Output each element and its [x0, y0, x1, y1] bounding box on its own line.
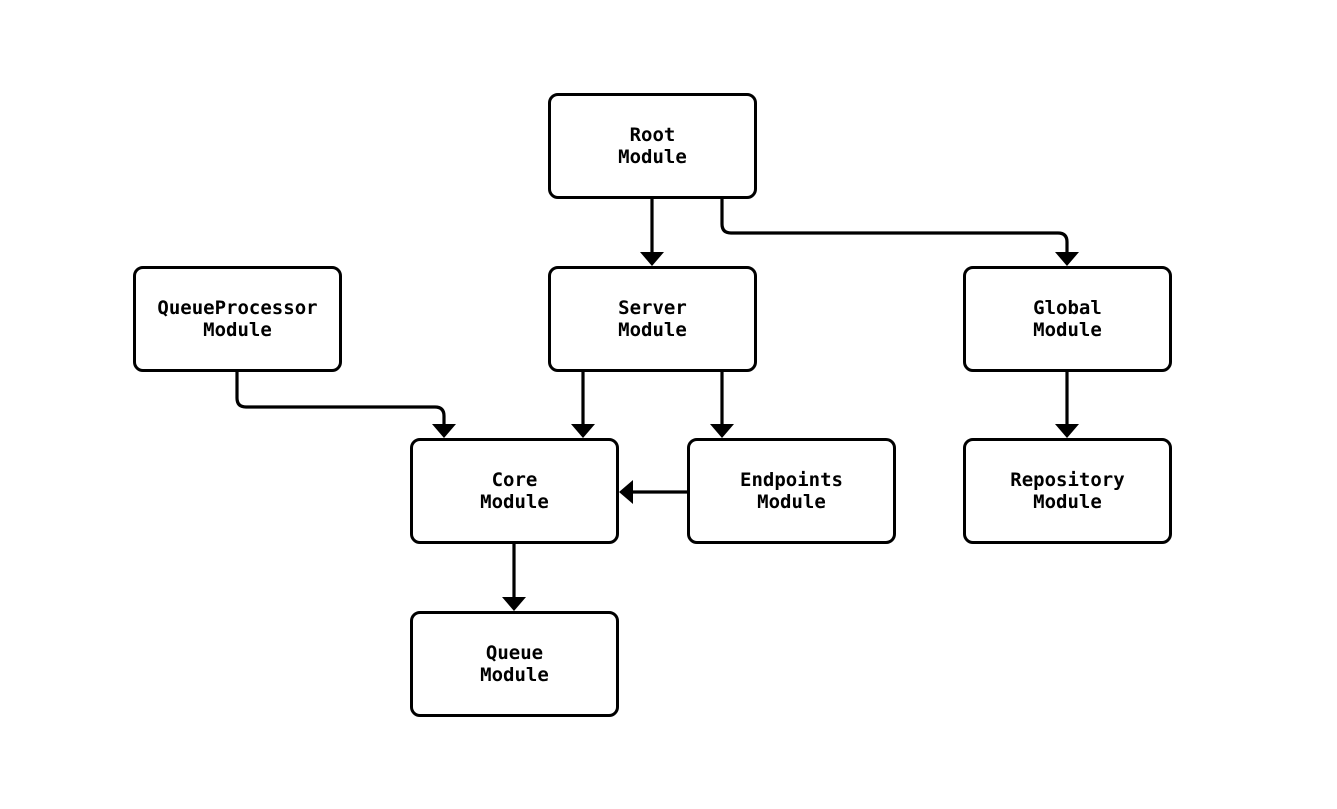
- node-core-module: Core Module: [410, 438, 619, 544]
- arrowhead-global-repository: [1055, 424, 1079, 438]
- edge-endpoints-core: [619, 480, 688, 504]
- node-queue-module-label: Queue Module: [480, 642, 549, 686]
- node-queue-module: Queue Module: [410, 611, 619, 717]
- node-root-module-label: Root Module: [618, 124, 687, 168]
- edge-root-server: [640, 197, 664, 266]
- node-queueprocessor-module-label: QueueProcessor Module: [157, 297, 318, 341]
- arrowhead-endpoints-core: [619, 480, 633, 504]
- node-root-module: Root Module: [548, 93, 757, 199]
- edge-root-global: [720, 197, 1079, 266]
- edge-core-queue: [502, 544, 526, 611]
- node-repository-module-label: Repository Module: [1010, 469, 1125, 513]
- edge-server-core: [571, 371, 595, 438]
- arrowhead-root-global: [1055, 252, 1079, 266]
- node-repository-module: Repository Module: [963, 438, 1172, 544]
- node-core-module-label: Core Module: [480, 469, 549, 513]
- arrowhead-server-core: [571, 424, 595, 438]
- edge-queueprocessor-core-line: [235, 371, 446, 426]
- edge-server-endpoints: [710, 371, 734, 438]
- node-global-module-label: Global Module: [1033, 297, 1102, 341]
- arrowhead-server-endpoints: [710, 424, 734, 438]
- node-global-module: Global Module: [963, 266, 1172, 372]
- edge-root-global-line: [720, 197, 1069, 254]
- node-queueprocessor-module: QueueProcessor Module: [133, 266, 342, 372]
- node-server-module: Server Module: [548, 266, 757, 372]
- arrowhead-root-server: [640, 252, 664, 266]
- edge-queueprocessor-core: [235, 371, 456, 438]
- node-server-module-label: Server Module: [618, 297, 687, 341]
- node-endpoints-module: Endpoints Module: [687, 438, 896, 544]
- edge-global-repository: [1055, 371, 1079, 438]
- node-endpoints-module-label: Endpoints Module: [740, 469, 843, 513]
- arrowhead-core-queue: [502, 597, 526, 611]
- arrowhead-queueprocessor-core: [432, 424, 456, 438]
